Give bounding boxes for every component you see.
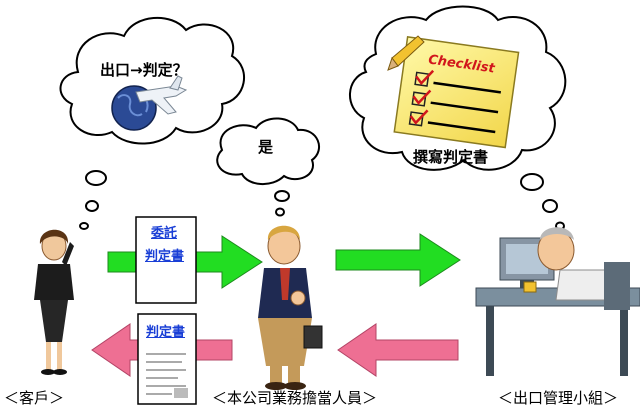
return-document bbox=[137, 313, 197, 405]
sales-thought-text: 是 bbox=[258, 138, 274, 156]
return-doc-line1: 判定書 bbox=[146, 325, 186, 340]
pink-arrow-right bbox=[337, 323, 459, 377]
sales-staff-figure bbox=[258, 225, 323, 390]
checklist-clipboard-icon bbox=[393, 35, 520, 149]
export-team-figure bbox=[475, 227, 640, 376]
green-arrow-right bbox=[335, 233, 461, 287]
customer-thought-text: 出口→判定？ bbox=[100, 61, 188, 79]
team-thought-text: 撰寫判定書 bbox=[413, 148, 489, 166]
caption-sales: ＜本公司業務擔當人員＞ bbox=[212, 389, 378, 407]
customer-thought-bubble bbox=[59, 17, 245, 230]
caption-team: ＜出口管理小組＞ bbox=[498, 389, 619, 407]
request-document bbox=[135, 216, 197, 304]
caption-customer: ＜客戶＞ bbox=[4, 389, 65, 407]
customer-figure bbox=[34, 229, 74, 375]
sales-thought-bubble bbox=[216, 117, 320, 217]
request-doc-line1: 委託 bbox=[151, 226, 178, 241]
request-doc-line2: 判定書 bbox=[145, 249, 185, 264]
globe-airplane-icon bbox=[111, 75, 188, 131]
pencil-icon bbox=[387, 35, 425, 71]
